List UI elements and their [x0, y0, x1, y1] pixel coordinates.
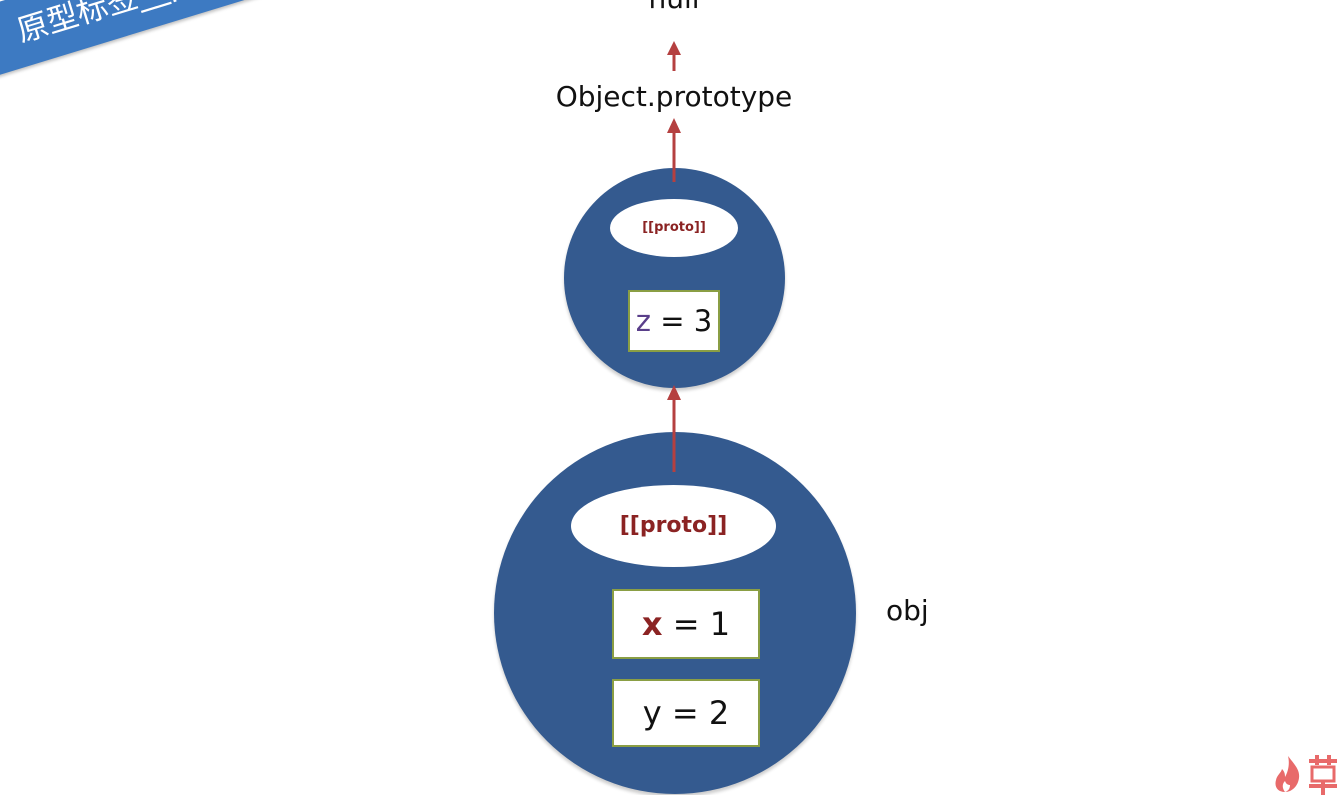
property-x-operator: =	[662, 605, 710, 643]
property-z-name: z	[635, 304, 652, 338]
property-z-operator: =	[651, 304, 694, 338]
object-prototype-label: Object.prototype	[555, 80, 793, 113]
topic-banner-label: 原型标签__proto__	[0, 0, 476, 93]
property-y-value: 2	[708, 694, 730, 732]
prototype-proto-ellipse: [[proto]]	[610, 199, 738, 257]
obj-proto-ellipse: [[proto]]	[571, 485, 776, 567]
topic-banner: 原型标签__proto__	[0, 0, 476, 93]
property-x-value: 1	[709, 605, 731, 643]
property-y-operator: =	[661, 694, 709, 732]
property-x-name: x	[641, 605, 663, 643]
property-z-value: 3	[693, 304, 713, 338]
null-label: null	[648, 0, 699, 14]
property-y-box: y = 2	[612, 679, 760, 747]
property-y-name: y	[642, 694, 662, 732]
property-x-box: x = 1	[612, 589, 760, 659]
arrow-object-prototype-to-null	[667, 41, 681, 71]
property-z-box: z = 3	[628, 290, 720, 352]
flame-logo-icon	[1275, 755, 1337, 795]
obj-label: obj	[886, 594, 929, 627]
